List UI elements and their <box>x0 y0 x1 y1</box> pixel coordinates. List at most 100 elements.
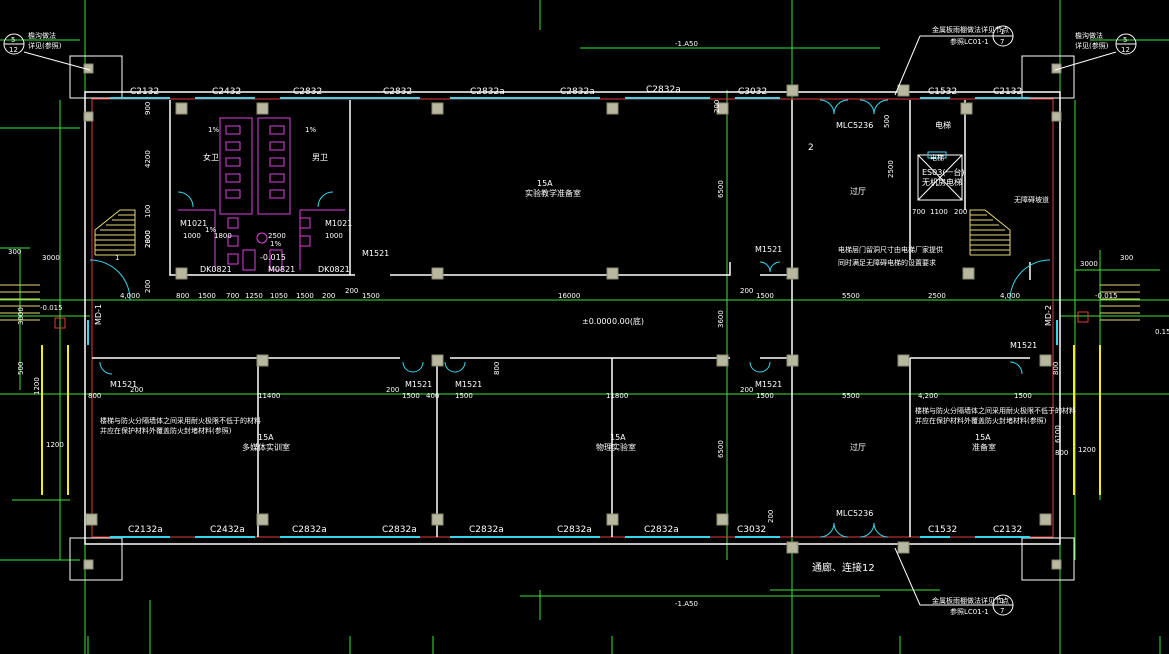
room-area: 15A <box>537 179 553 188</box>
svg-text:900: 900 <box>144 102 152 115</box>
svg-text:参照LC01-1: 参照LC01-1 <box>950 607 989 616</box>
svg-text:1500: 1500 <box>296 292 314 300</box>
svg-text:1: 1 <box>115 254 119 262</box>
window-labels: C2132 C2432 C2832 C2832 C2832a C2832a C2… <box>128 85 1022 535</box>
window-label-bottom: C3032 <box>737 525 766 535</box>
window-label-bottom: C2832a <box>644 525 679 535</box>
door-label-m1521: M1521 <box>755 245 782 254</box>
svg-text:800: 800 <box>493 362 501 375</box>
door-label-m1521: M1521 <box>110 380 137 389</box>
door-label-m1021: M1021 <box>325 219 352 228</box>
ramps <box>41 345 1101 495</box>
room-name: 物理实验室 <box>596 442 636 452</box>
room-area: 15A <box>610 433 626 442</box>
toilet-fixtures <box>178 117 345 271</box>
svg-text:3000: 3000 <box>42 254 60 262</box>
svg-text:同时满足无障碍电梯的设置要求: 同时满足无障碍电梯的设置要求 <box>838 258 936 267</box>
svg-text:-1.A50: -1.A50 <box>675 600 698 608</box>
svg-text:1%: 1% <box>205 226 216 234</box>
svg-text:6500: 6500 <box>717 440 725 458</box>
stairs <box>0 209 1140 321</box>
svg-text:500: 500 <box>17 362 25 375</box>
svg-text:1%: 1% <box>305 126 316 134</box>
svg-text:金属板雨棚做法详见节点: 金属板雨棚做法详见节点 <box>932 25 1009 34</box>
svg-text:电梯层门留洞尺寸由电梯厂家提供: 电梯层门留洞尺寸由电梯厂家提供 <box>838 245 943 254</box>
window-label-bottom: C2832a <box>382 525 417 535</box>
window-label-bottom: C2432a <box>210 525 245 535</box>
svg-text:1500: 1500 <box>402 392 420 400</box>
door-label-dk: DK0821 <box>318 265 350 274</box>
elevator <box>917 151 963 201</box>
window-label-top: C1532 <box>928 87 957 97</box>
room-name: 准备室 <box>972 442 996 452</box>
door-label-dk: DK0821 <box>200 265 232 274</box>
svg-text:5: 5 <box>1123 36 1127 44</box>
svg-text:0.15: 0.15 <box>1155 328 1169 336</box>
svg-text:11800: 11800 <box>606 392 628 400</box>
svg-text:200: 200 <box>130 386 143 394</box>
svg-text:5500: 5500 <box>842 392 860 400</box>
svg-text:详见(参照): 详见(参照) <box>28 41 62 50</box>
room-name: 多媒体实训室 <box>242 442 290 452</box>
window-label-bottom: C2132 <box>993 525 1022 535</box>
svg-text:7: 7 <box>1000 38 1004 46</box>
svg-text:3600: 3600 <box>717 310 725 328</box>
door-label-mlc-bottom: MLC5236 <box>836 509 873 518</box>
entry-markers <box>54 311 1089 329</box>
columns <box>83 63 1062 570</box>
svg-text:200: 200 <box>767 510 775 523</box>
svg-text:1500: 1500 <box>198 292 216 300</box>
svg-text:2800: 2800 <box>144 230 152 248</box>
room-name: 实验教学准备室 <box>525 188 581 198</box>
door-label-m1521: M1521 <box>455 380 482 389</box>
svg-text:200: 200 <box>345 287 358 295</box>
svg-text:楼梯与防火分隔墙体之间采用耐火极限不低于的材料: 楼梯与防火分隔墙体之间采用耐火极限不低于的材料 <box>915 406 1076 415</box>
window-label-top: C2132 <box>130 87 159 97</box>
wc-elevation: -0.015 <box>260 253 286 262</box>
window-label-top: C2832a <box>560 87 595 97</box>
svg-text:-0.015: -0.015 <box>1095 292 1118 300</box>
door-label-md2: MD-2 <box>1044 305 1053 326</box>
window-label-top: C2832a <box>646 85 681 95</box>
door-labels: MLC5236 MLC5236 M1521 M1521 M1521 M1521 … <box>94 121 1053 518</box>
window-label-bottom: C2132a <box>128 525 163 535</box>
svg-text:5500: 5500 <box>842 292 860 300</box>
svg-text:800: 800 <box>176 292 189 300</box>
svg-text:檐沟做法: 檐沟做法 <box>1075 31 1103 40</box>
svg-text:12: 12 <box>9 46 18 54</box>
door-label-m0821: M0821 <box>268 265 295 274</box>
svg-text:1500: 1500 <box>756 292 774 300</box>
svg-text:电梯: 电梯 <box>930 153 944 162</box>
door-label-md1: MD-1 <box>94 304 103 325</box>
svg-text:800: 800 <box>88 392 101 400</box>
svg-text:参照LC01-1: 参照LC01-1 <box>950 37 989 46</box>
svg-text:5: 5 <box>11 36 15 44</box>
svg-text:-1.A50: -1.A50 <box>675 40 698 48</box>
dimension-text: 900 4200 100 2800 200 4,000 800 1500 700… <box>8 100 1133 523</box>
svg-text:1000: 1000 <box>325 232 343 240</box>
exterior-walls <box>69 55 1075 581</box>
room-name: 女卫 <box>203 152 219 162</box>
svg-text:4,200: 4,200 <box>918 392 938 400</box>
door-label-m1521: M1521 <box>362 249 389 258</box>
window-label-top: C3032 <box>738 87 767 97</box>
svg-text:6100: 6100 <box>1054 425 1062 443</box>
svg-text:11400: 11400 <box>258 392 280 400</box>
svg-text:3000: 3000 <box>17 307 25 325</box>
svg-text:3000: 3000 <box>1080 260 1098 268</box>
corridor-elevation: ±0.000 <box>582 317 612 326</box>
svg-text:楼梯与防火分隔墙体之间采用耐火极限不低于的材料: 楼梯与防火分隔墙体之间采用耐火极限不低于的材料 <box>100 416 261 425</box>
door-label-mlc-top: MLC5236 <box>836 121 873 130</box>
svg-text:200: 200 <box>954 208 967 216</box>
window-label-bottom: C2832a <box>292 525 327 535</box>
svg-text:6500: 6500 <box>717 180 725 198</box>
door-label-m1021: M1021 <box>180 219 207 228</box>
svg-text:1800: 1800 <box>214 232 232 240</box>
window-label-top: C2832 <box>383 87 412 97</box>
svg-text:200: 200 <box>386 386 399 394</box>
svg-text:12: 12 <box>1121 46 1130 54</box>
svg-text:1500: 1500 <box>756 392 774 400</box>
svg-text:1050: 1050 <box>270 292 288 300</box>
svg-text:4,000: 4,000 <box>1000 292 1020 300</box>
svg-text:200: 200 <box>144 280 152 293</box>
